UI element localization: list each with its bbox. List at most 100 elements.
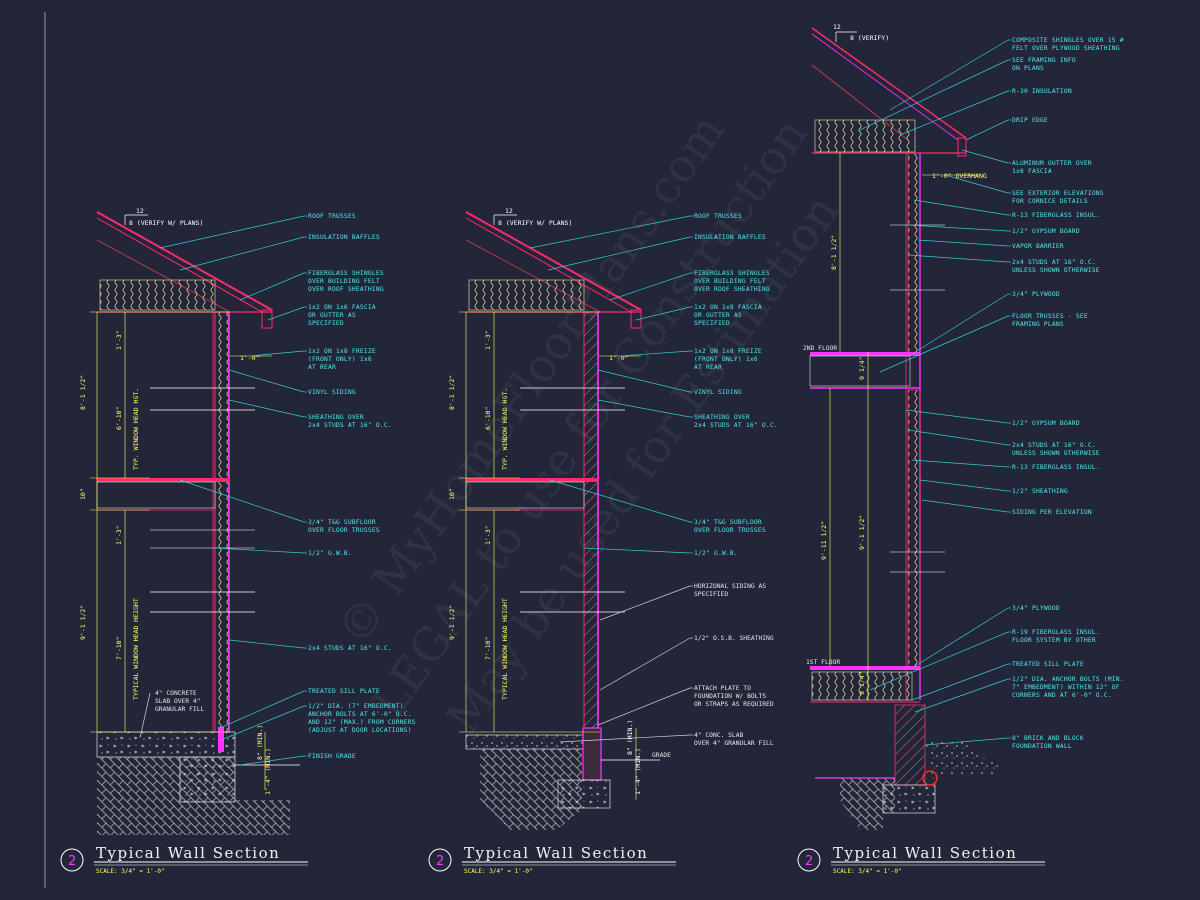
callout-text: FRAMING PLANS [1012, 321, 1064, 328]
callout-text: OVER FLOOR TRUSSES [694, 527, 766, 534]
callout-s3-15: 1/2" SHEATHING [919, 479, 1068, 495]
wall-assembly [96, 311, 255, 733]
dim-floor-2: 10" [448, 488, 456, 500]
callout-s2-8: 1/2" G.W.B. [583, 547, 738, 557]
callout-text: 1/2" SHEATHING [1012, 488, 1068, 495]
callout-text: VAPOR BARRIER [1012, 243, 1064, 250]
callout-s3-19: TREATED SILL PLATE [911, 661, 1084, 701]
dim-upper-head-text-1: TYP. WINDOW HEAD HGT. [132, 388, 140, 470]
pitch-run-2: 12 [505, 207, 513, 215]
dim-first-floor-depth-3: 9 1/4" [858, 672, 866, 695]
callout-text: ON PLANS [1012, 65, 1044, 72]
dim-upper-top-1: 1'-3" [115, 330, 123, 350]
section-scale: SCALE: 3/4" = 1'-0" [464, 868, 533, 875]
callout-text: FLOOR SYSTEM BY OTHER [1012, 637, 1096, 644]
dim-slab-min-1: 8" (MIN.) [256, 725, 264, 760]
pitch-rise-2: 8 (VERIFY W/ PLANS) [498, 219, 572, 227]
callout-text: 3/4" PLYWOOD [1012, 605, 1060, 612]
callout-text: ROOF TRUSSES [694, 213, 742, 220]
callout-s2w-1: 1/2" O.S.B. SHEATHING [599, 635, 774, 691]
dim-floor-depth-3: 9 1/4" [858, 357, 866, 380]
callout-text: SHEATHING OVER [308, 414, 364, 421]
callout-text: FLOOR TRUSSES - SEE [1012, 313, 1088, 320]
callout-text: 2x4 STUDS AT 16" O.C. [1012, 259, 1096, 266]
foundation [465, 727, 660, 830]
callout-text: HORIZONAL SIDING AS [694, 583, 766, 590]
callout-text: 8" BRICK AND BLOCK [1012, 735, 1084, 742]
dim-lower-head-text-1: TYPICAL WINDOW HEAD HEIGHT [132, 598, 140, 700]
callout-s1-11: 1/2" DIA. (7" EMBEDMENT)ANCHOR BOLTS AT … [220, 703, 416, 741]
grade-label-2: GRADE [652, 752, 671, 759]
callout-text: SHEATHING OVER [694, 414, 750, 421]
callout-text: UNLESS SHOWN OTHERWISE [1012, 450, 1100, 457]
callout-text: SEE FRAMING INFO [1012, 57, 1076, 64]
callout-text: 1x2 ON 1x8 FREIZE [694, 348, 762, 355]
callout-s3-18: R-19 FIBERGLASS INSUL.FLOOR SYSTEM BY OT… [869, 629, 1100, 691]
callout-text: DRIP EDGE [1012, 117, 1048, 124]
callout-s2-1: INSULATION BAFFLES [547, 234, 766, 271]
dim-lower-top-2: 1'-3" [484, 525, 492, 545]
callout-s3-3: DRIP EDGE [965, 117, 1048, 141]
callout-text: FOUNDATION W/ BOLTS [694, 693, 766, 700]
callout-text: 1/2" G.W.B. [308, 550, 352, 557]
callout-text: FIBERGLASS SHINGLES [308, 270, 384, 277]
callout-s3-13: 2x4 STUDS AT 16" O.C.UNLESS SHOWN OTHERW… [907, 429, 1100, 457]
callout-text: OVER ROOF SHEATHING [694, 286, 770, 293]
callout-text: VINYL SIDING [308, 389, 356, 396]
callout-text: (ADJUST AT DOOR LOCATIONS) [308, 727, 412, 734]
dim-lower-head-1: 7'-10" [115, 637, 123, 660]
callout-text: ANCHOR BOLTS AT 6'-0" O.C. [308, 711, 412, 718]
callout-text: INSULATION BAFFLES [694, 234, 766, 241]
dim-lower-outer-3: 9'-11 1/2" [820, 521, 828, 560]
wall-section-2: 12 8 (VERIFY W/ PLANS) [448, 207, 671, 830]
section-title: Typical Wall Section [96, 844, 280, 862]
second-floor-label: 2ND FLOOR [803, 345, 837, 352]
dim-lower-head-text-2: TYPICAL WINDOW HEAD HEIGHT [501, 598, 509, 700]
callout-text: FOR CORNICE DETAILS [1012, 198, 1088, 205]
callout-text: AT REAR [694, 364, 722, 371]
callout-text: R-19 FIBERGLASS INSUL. [1012, 629, 1100, 636]
callout-text: 1/2" GYPSUM BOARD [1012, 228, 1080, 235]
callout-text: CORNERS AND AT 6'-0" O.C. [1012, 692, 1112, 699]
callout-s3-16: SIDING PER ELEVATION [921, 499, 1092, 516]
callout-text: 3/4" T&G SUBFLOOR [694, 519, 762, 526]
section-number-circle [428, 848, 452, 872]
callout-text: VINYL SIDING [694, 389, 742, 396]
callout-text: 1x2 ON 1x8 FREIZE [308, 348, 376, 355]
dim-lower-inner-3: 9'-1 1/2" [858, 515, 866, 550]
callout-text: OVER ROOF SHEATHING [308, 286, 384, 293]
wall-section-1: 12 8 (VERIFY W/ PLANS) [79, 207, 300, 835]
callout-s3-8: VAPOR BARRIER [917, 239, 1064, 250]
callout-text: (FRONT ONLY) 1x6 [308, 356, 372, 363]
callout-s3-9: 2x4 STUDS AT 16" O.C.UNLESS SHOWN OTHERW… [907, 254, 1100, 274]
roof-assembly: 12 8 (VERIFY W/ PLANS) [96, 207, 273, 329]
callout-s3-14: R-13 FIBERGLASS INSUL. [911, 459, 1100, 471]
callout-text: 1/2" DIA. (7" EMBEDMENT) [308, 703, 404, 710]
callout-text: OR STRAPS AS REQUIRED [694, 701, 774, 708]
callout-text: SPECIFIED [694, 320, 730, 327]
callout-text: 1/2" DIA. ANCHOR BOLTS (MIN. [1012, 676, 1124, 683]
callout-text: FOUNDATION WALL [1012, 743, 1072, 750]
foundation [96, 727, 300, 835]
callout-s3-6: R-13 FIBERGLASS INSUL. [913, 199, 1100, 219]
callout-text: SPECIFIED [694, 591, 728, 598]
callout-text: OVER FLOOR TRUSSES [308, 527, 380, 534]
callout-text: AND 12" (MAX.) FROM CORNERS [308, 719, 416, 726]
callout-s1-9: 2x4 STUDS AT 16" O.C. [228, 639, 392, 652]
dim-upper-head-1: 6'-10" [115, 407, 123, 430]
callout-s1-12: FINISH GRADE [239, 753, 356, 766]
callout-text: FINISH GRADE [308, 753, 356, 760]
dim-upper-head-2: 6'-10" [484, 407, 492, 430]
callout-text: 2x4 STUDS AT 16" O.C. [1012, 442, 1096, 449]
callout-s3-10: 3/4" PLYWOOD [911, 291, 1060, 355]
section-number: 2 [805, 854, 813, 869]
